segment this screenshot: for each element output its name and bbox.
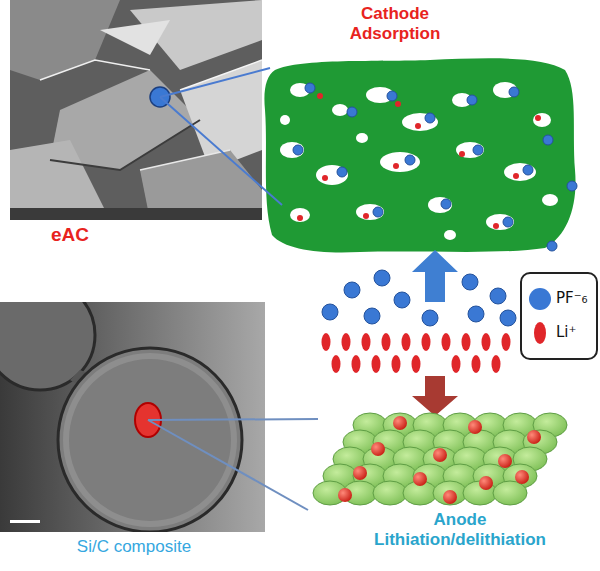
zoom-connector [148, 419, 318, 510]
legend-row: Li⁺ [522, 318, 596, 348]
connector-line [160, 68, 270, 97]
legend-label: Li⁺ [556, 323, 576, 341]
node-label: eAC [28, 224, 112, 247]
zoom-connector [160, 68, 282, 205]
cathode-blob [264, 58, 575, 252]
anode-region: Anode Lithiation/delithiation [300, 415, 590, 565]
cation-dots [297, 93, 541, 229]
legend-swatch [534, 322, 546, 344]
node-label: Cathode Adsorption [330, 4, 460, 45]
legend-box: PF⁻₆ Li⁺ [520, 272, 598, 360]
up-arrow [412, 250, 458, 302]
down-arrow [412, 376, 458, 416]
node-label: Si/C composite [0, 537, 268, 557]
pf6-ions [322, 270, 516, 326]
electrode-image: eAC [10, 0, 262, 255]
tem-image [0, 302, 265, 532]
node-label: Anode Lithiation/delithiation [350, 510, 570, 551]
legend-label: PF⁻₆ [556, 289, 588, 307]
sem-image [10, 0, 262, 220]
li-ions [322, 333, 511, 373]
connector-line [148, 420, 308, 510]
connector-line [160, 97, 282, 205]
legend-swatch [529, 288, 551, 310]
legend-row: PF⁻₆ [522, 284, 596, 314]
pores [280, 82, 558, 240]
anion-dots [293, 83, 577, 251]
connector-line [148, 419, 318, 420]
electrode-image: Si/C composite [0, 300, 268, 568]
anode-particles [313, 413, 567, 505]
cathode-region: Cathode Adsorption [264, 0, 580, 255]
